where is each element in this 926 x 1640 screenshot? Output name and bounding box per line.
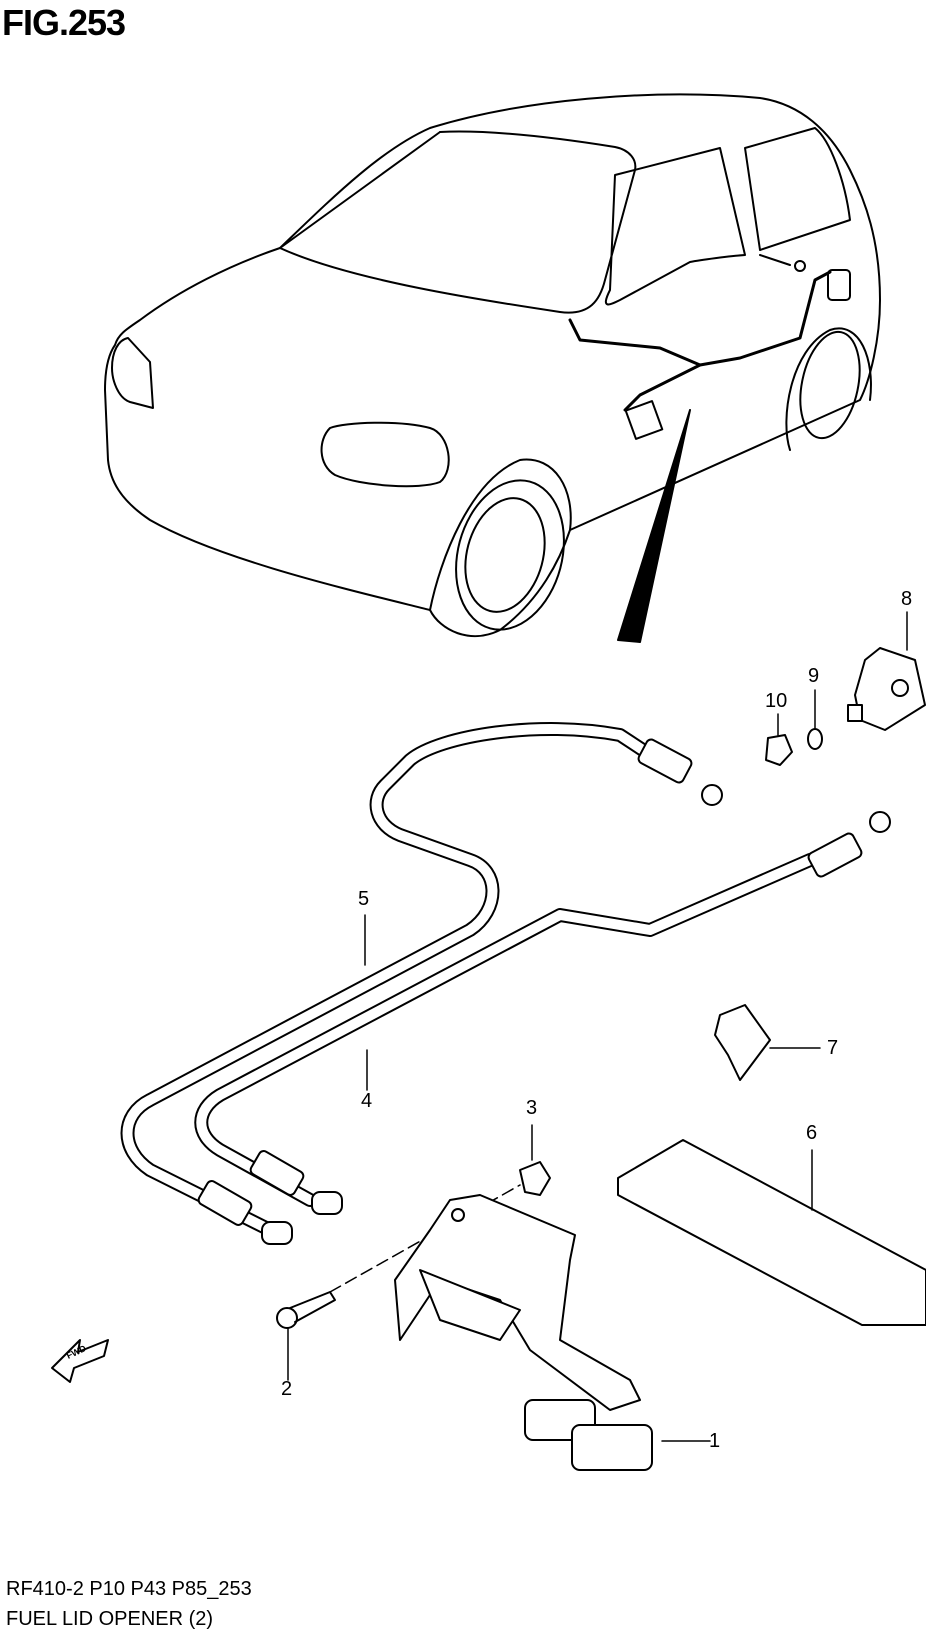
clip-small: [519, 1161, 551, 1196]
washer: [807, 728, 823, 750]
fuel-lid-latch: [854, 647, 926, 731]
callout-2: 2: [281, 1378, 293, 1400]
car-illustration: [104, 93, 881, 643]
fwd-arrow: [51, 1339, 109, 1383]
callout-9: 9: [808, 665, 820, 687]
pad: [617, 1139, 926, 1326]
callout-10: 10: [765, 690, 788, 712]
diagram-title: FUEL LID OPENER (2): [6, 1608, 214, 1630]
callout-5: 5: [358, 888, 370, 910]
cable-5: [120, 722, 662, 1237]
callout-7: 7: [827, 1037, 839, 1059]
callout-6: 6: [806, 1122, 818, 1144]
callout-3: 3: [526, 1097, 538, 1119]
nut: [765, 734, 793, 766]
screw: [289, 1291, 336, 1323]
callout-8: 8: [901, 588, 913, 610]
opener-lever-assembly: [394, 1194, 653, 1471]
clip: [714, 1004, 771, 1081]
diagram-code: RF410-2 P10 P43 P85_253: [6, 1578, 252, 1600]
callout-4: 4: [361, 1090, 373, 1112]
figure-title: FIG.253: [2, 2, 126, 43]
callout-1: 1: [709, 1430, 721, 1452]
